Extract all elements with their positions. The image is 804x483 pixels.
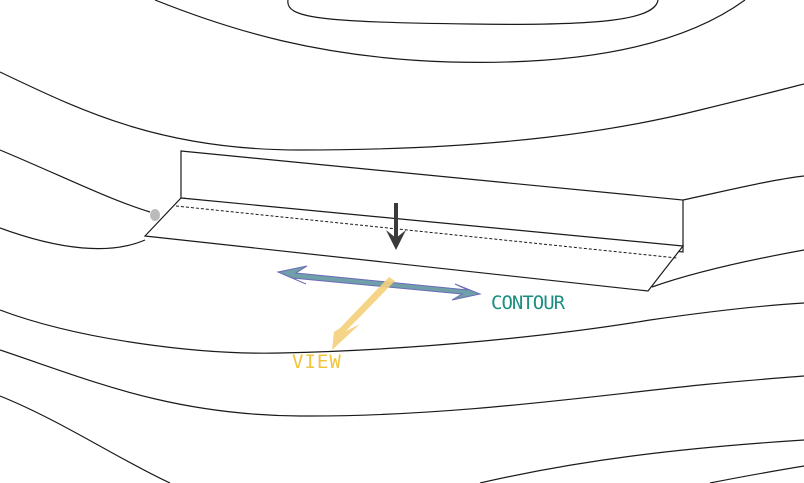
view-label: VIEW [292,351,342,373]
contour-line [154,0,746,63]
contour-arrow [276,265,482,301]
plate-shadow [150,209,160,221]
plate-back-wall [180,150,684,253]
plate-hidden-edge [175,205,678,259]
contour-line [287,0,659,25]
contour-line [0,395,171,483]
contour-line [0,149,151,213]
contour-line [651,249,804,288]
contour-label: CONTOUR [491,292,565,314]
plate-base [143,197,685,292]
contour-line [682,175,804,201]
contour-line [0,349,804,417]
contour-line [0,302,804,354]
angle-plate [143,150,685,292]
load-arrow [386,203,406,250]
contour-line [0,227,146,250]
contour-line [479,439,804,483]
contour-line [709,465,804,483]
contour-line [0,71,804,151]
view-arrow [332,277,395,350]
